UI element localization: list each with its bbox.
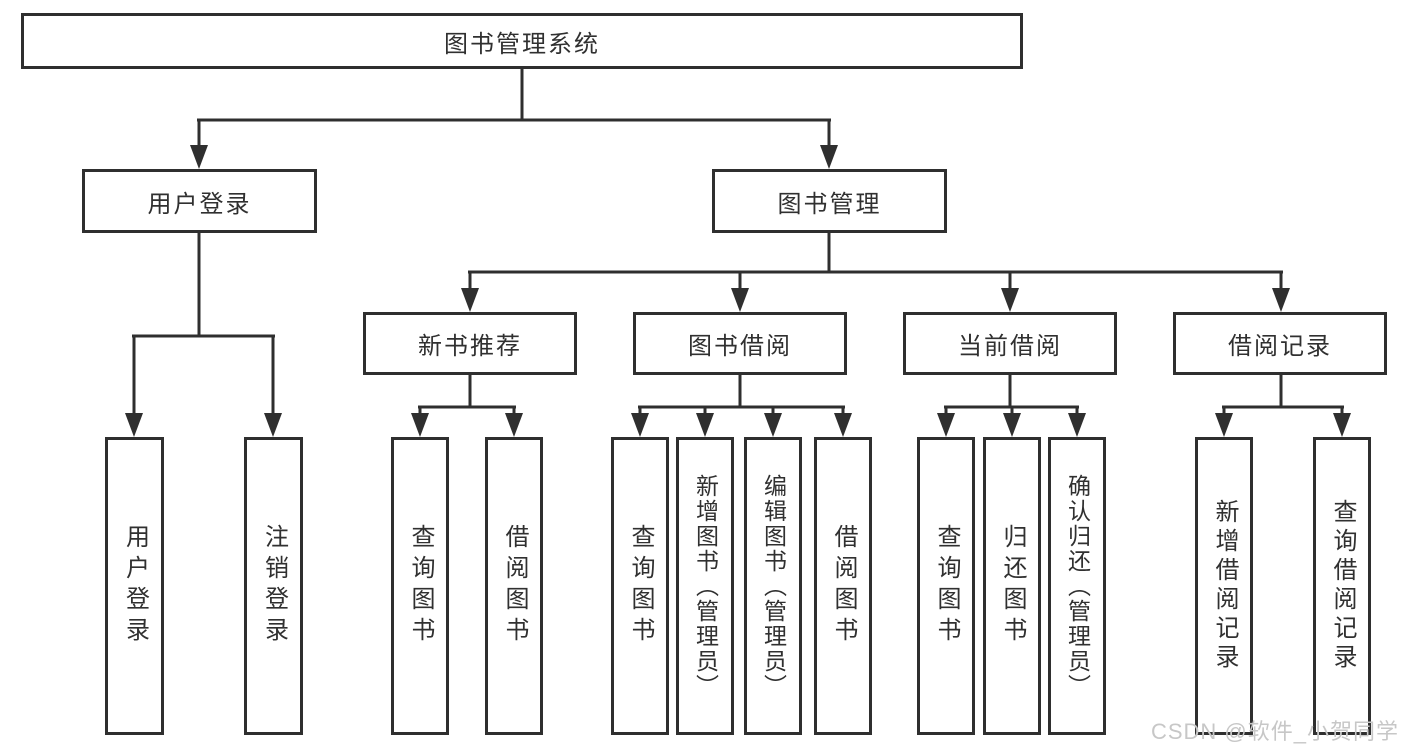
- leaf-label: 用户登录: [121, 524, 149, 648]
- leaf-label: 查询借阅记录: [1329, 499, 1356, 673]
- node-borrowing-records: 借阅记录: [1173, 312, 1387, 375]
- node-user-login: 用户登录: [82, 169, 317, 233]
- node-label: 借阅记录: [1228, 333, 1332, 360]
- leaf-label: 借阅图书: [830, 524, 857, 648]
- leaf-add-book-admin: 新增图书（管理员）: [676, 437, 734, 735]
- leaf-logout: 注销登录: [244, 437, 303, 735]
- leaf-label: 注销登录: [260, 524, 288, 648]
- leaf-label: 确认归还（管理员）: [1064, 473, 1091, 699]
- leaf-query-books-recommend: 查询图书: [391, 437, 449, 735]
- node-label: 当前借阅: [958, 333, 1062, 360]
- node-label: 用户登录: [147, 190, 252, 218]
- leaf-label: 新增借阅记录: [1211, 499, 1238, 673]
- node-label: 图书管理: [777, 190, 882, 218]
- leaf-query-books-current: 查询图书: [917, 437, 975, 735]
- node-label: 新书推荐: [418, 333, 522, 360]
- leaf-label: 新增图书（管理员）: [692, 473, 719, 699]
- node-new-book-recommendation: 新书推荐: [363, 312, 577, 375]
- leaf-add-borrow-record: 新增借阅记录: [1195, 437, 1253, 735]
- node-library-management-system: 图书管理系统: [21, 13, 1023, 69]
- leaf-user-login: 用户登录: [105, 437, 164, 735]
- leaf-borrow-books-recommend: 借阅图书: [485, 437, 543, 735]
- leaf-return-books: 归还图书: [983, 437, 1041, 735]
- node-current-borrowing: 当前借阅: [903, 312, 1117, 375]
- leaf-label: 借阅图书: [501, 524, 528, 648]
- leaf-edit-book-admin: 编辑图书（管理员）: [744, 437, 802, 735]
- leaf-label: 归还图书: [999, 524, 1026, 648]
- node-book-management: 图书管理: [712, 169, 947, 233]
- leaf-label: 查询图书: [627, 524, 654, 648]
- leaf-query-books-borrow: 查询图书: [611, 437, 669, 735]
- leaf-confirm-return-admin: 确认归还（管理员）: [1048, 437, 1106, 735]
- leaf-label: 查询图书: [933, 524, 960, 648]
- node-book-borrowing: 图书借阅: [633, 312, 847, 375]
- leaf-label: 查询图书: [407, 524, 434, 648]
- csdn-watermark: CSDN @软件_小贺同学: [1150, 719, 1399, 744]
- leaf-label: 编辑图书（管理员）: [760, 473, 787, 699]
- node-label: 图书管理系统: [444, 30, 600, 58]
- leaf-borrow-books: 借阅图书: [814, 437, 872, 735]
- leaf-query-borrow-record: 查询借阅记录: [1313, 437, 1371, 735]
- node-label: 图书借阅: [688, 333, 792, 360]
